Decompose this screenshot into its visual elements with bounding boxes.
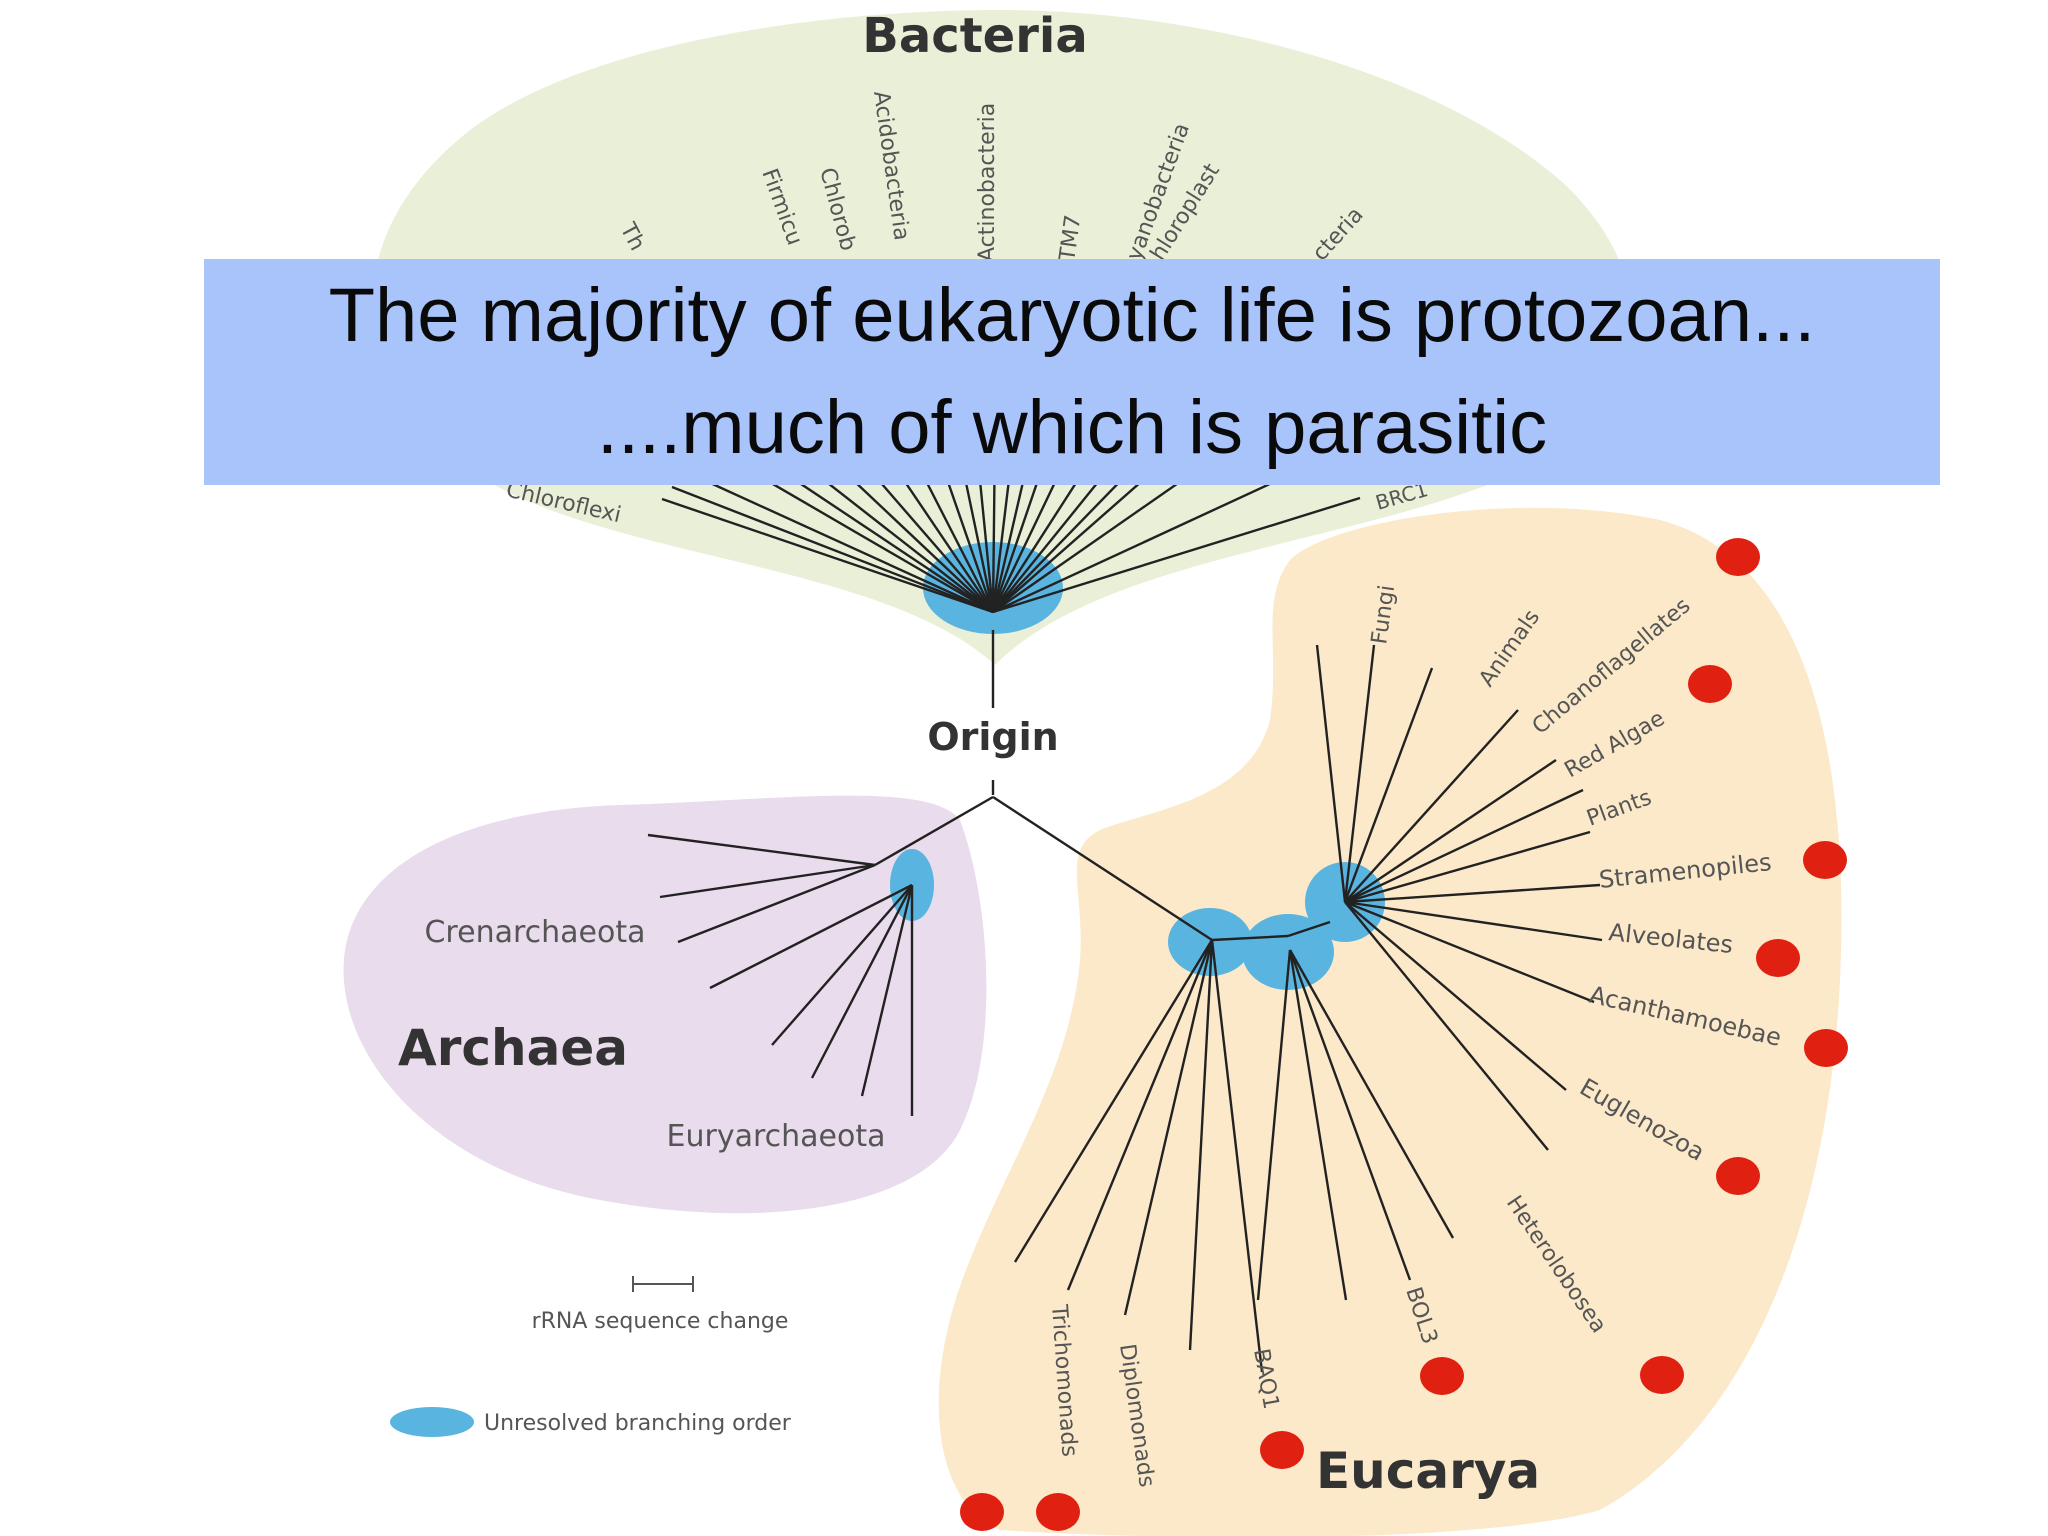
- eucarya-title: Eucarya: [1316, 1442, 1540, 1500]
- archaea-branch: [771, 884, 913, 1046]
- scale-bar-icon: [632, 1276, 694, 1292]
- eucarya-branch: [1344, 709, 1519, 903]
- legend-scale-label: rRNA sequence change: [532, 1309, 789, 1334]
- legend-ellipse-label: Unresolved branching order: [484, 1411, 792, 1436]
- archaea-group-label: Euryarchaeota: [667, 1119, 886, 1154]
- archaea-branch: [659, 863, 876, 899]
- eucarya-branch: [1288, 949, 1412, 1281]
- parasite-marker-dot: [1716, 1157, 1760, 1195]
- origin-label: Origin: [927, 715, 1058, 759]
- parasite-marker-dot: [1036, 1493, 1080, 1531]
- parasite-marker-dot: [1804, 1029, 1848, 1067]
- eucarya-branch: [1013, 939, 1214, 1263]
- parasite-marker-dot: [1803, 841, 1847, 879]
- unresolved-ellipse-eucarya-2: [1242, 914, 1334, 990]
- eucarya-branch: [1343, 644, 1376, 903]
- parasite-marker-dot: [1716, 538, 1760, 576]
- eucarya-backbone: [1211, 934, 1289, 942]
- archaea-region: [343, 795, 987, 1214]
- eucarya-branch: [1123, 939, 1214, 1316]
- eucarya-branch: [1343, 667, 1434, 903]
- tree-branches: [647, 428, 1603, 1373]
- archaea-group-label: Crenarchaeota: [424, 915, 645, 950]
- archaea-title: Archaea: [398, 1019, 628, 1077]
- overlay-banner: The majority of eukaryotic life is proto…: [204, 259, 1940, 485]
- archaea-branch: [810, 884, 914, 1079]
- bacteria-branch: [992, 468, 1301, 614]
- eucarya-region: [938, 507, 1842, 1536]
- eucarya-branch: [1256, 949, 1292, 1301]
- eucarya-branch: [1344, 900, 1603, 942]
- eucarya-branch: [1188, 939, 1214, 1351]
- eucarya-branch: [1288, 949, 1348, 1301]
- parasite-marker-dot: [1756, 939, 1800, 977]
- archaea-branch: [709, 883, 913, 990]
- eucarya-branch: [1210, 939, 1264, 1373]
- eucarya-branch: [1344, 901, 1549, 1151]
- eucarya-branch: [1344, 900, 1595, 1004]
- eucarya-stem: [992, 795, 1213, 942]
- bacteria-branch: [671, 485, 994, 614]
- parasite-marker-dot: [1688, 665, 1732, 703]
- eucarya-backbone: [1287, 920, 1331, 938]
- eucarya-branch: [1288, 949, 1455, 1239]
- parasite-marker-dot: [1640, 1356, 1684, 1394]
- archaea-branch: [860, 884, 914, 1097]
- eucarya-branch: [1344, 883, 1601, 904]
- parasite-markers: [960, 538, 1848, 1531]
- legend-ellipse-icon: [390, 1407, 474, 1437]
- parasite-marker-dot: [1420, 1357, 1464, 1395]
- archaea-branch: [677, 863, 876, 944]
- eucarya-branch: [1066, 939, 1214, 1291]
- bacteria-branch: [992, 496, 1361, 614]
- bacteria-title: Bacteria: [862, 8, 1087, 64]
- bacteria-group-label: Actinobacteria: [975, 103, 1000, 262]
- eucarya-branch: [1344, 901, 1567, 1091]
- archaea-stem: [874, 795, 994, 867]
- eucarya-branch: [1344, 830, 1591, 904]
- archaea-branch: [647, 833, 876, 867]
- overlay-line-1: The majority of eukaryotic life is proto…: [328, 273, 1816, 358]
- eucarya-branch: [1344, 788, 1584, 904]
- eucarya-branch: [1315, 644, 1347, 903]
- eucarya-branch: [1344, 759, 1557, 903]
- bacteria-branch: [661, 497, 994, 614]
- overlay-line-2: ....much of which is parasitic: [596, 385, 1548, 470]
- parasite-marker-dot: [960, 1493, 1004, 1531]
- bacteria-branch: [659, 458, 994, 614]
- parasite-marker-dot: [1260, 1431, 1304, 1469]
